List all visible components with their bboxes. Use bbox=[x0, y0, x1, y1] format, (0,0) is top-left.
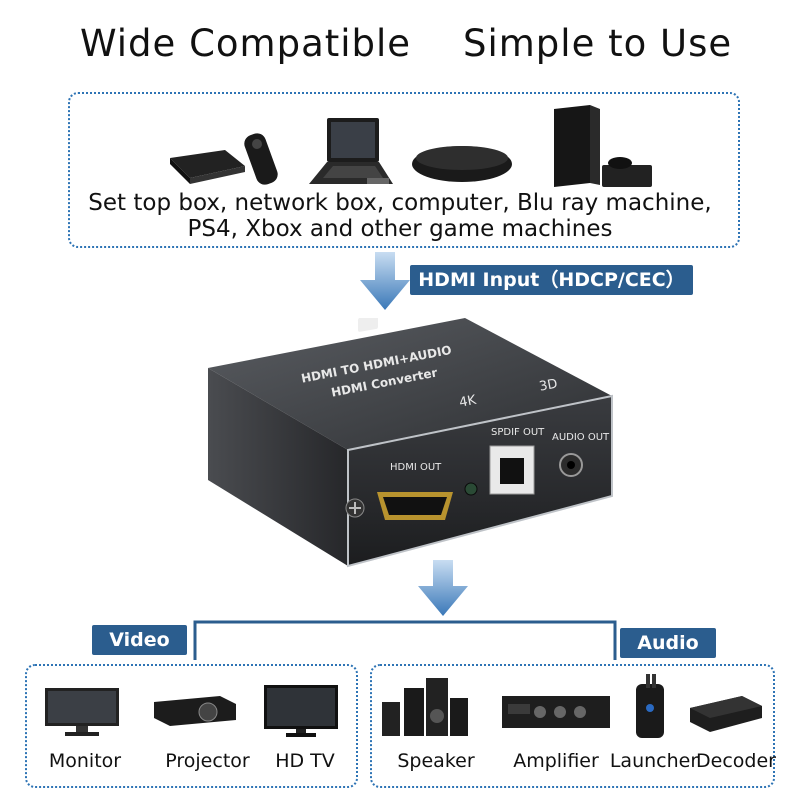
screw-icon bbox=[345, 498, 365, 518]
network-box-icon bbox=[412, 146, 512, 182]
hdmi-input-label: HDMI Input（HDCP/CEC） bbox=[410, 265, 693, 295]
port-label-hdmi-out: HDMI OUT bbox=[390, 462, 442, 473]
sources-text-line1: Set top box, network box, computer, Blu … bbox=[88, 190, 712, 216]
audio-jack-icon bbox=[559, 453, 583, 477]
projector-icon bbox=[154, 696, 236, 726]
launcher-icon bbox=[636, 674, 664, 738]
device-label-decoder: Decoder bbox=[696, 750, 776, 772]
port-label-spdif-out: SPDIF OUT bbox=[491, 427, 545, 438]
audio-devices-panel bbox=[370, 664, 775, 788]
led-indicator-icon bbox=[464, 482, 478, 496]
device-label-hd-tv: HD TV bbox=[275, 750, 335, 772]
device-label-amplifier: Amplifier bbox=[513, 750, 599, 772]
game-console-icon bbox=[554, 105, 652, 187]
down-arrow-icon bbox=[418, 560, 468, 616]
decoder-icon bbox=[690, 696, 762, 732]
sources-panel bbox=[68, 92, 740, 248]
spdif-port-icon bbox=[489, 445, 535, 495]
hd-tv-icon bbox=[264, 685, 338, 737]
monitor-icon bbox=[45, 688, 119, 736]
hdmi-converter-device bbox=[208, 318, 613, 568]
laptop-icon bbox=[309, 118, 393, 184]
headline-simple-to-use: Simple to Use bbox=[463, 22, 733, 65]
speaker-icon bbox=[382, 678, 468, 736]
device-label-monitor: Monitor bbox=[48, 750, 122, 772]
amplifier-icon bbox=[502, 696, 610, 728]
device-label-speaker: Speaker bbox=[397, 750, 475, 772]
headline-wide-compatible: Wide Compatible bbox=[80, 22, 412, 65]
video-devices-panel bbox=[25, 664, 358, 788]
video-label: Video bbox=[92, 625, 187, 655]
hdmi-port-icon bbox=[377, 492, 453, 520]
device-label-launcher: Launcher bbox=[609, 750, 699, 772]
device-label-projector: Projector bbox=[165, 750, 250, 772]
down-arrow-icon bbox=[360, 252, 410, 310]
port-label-audio-out: AUDIO OUT bbox=[552, 432, 610, 443]
audio-label: Audio bbox=[620, 628, 716, 658]
sources-text-line2: PS4, Xbox and other game machines bbox=[187, 216, 613, 242]
set-top-box-icon bbox=[170, 133, 278, 185]
